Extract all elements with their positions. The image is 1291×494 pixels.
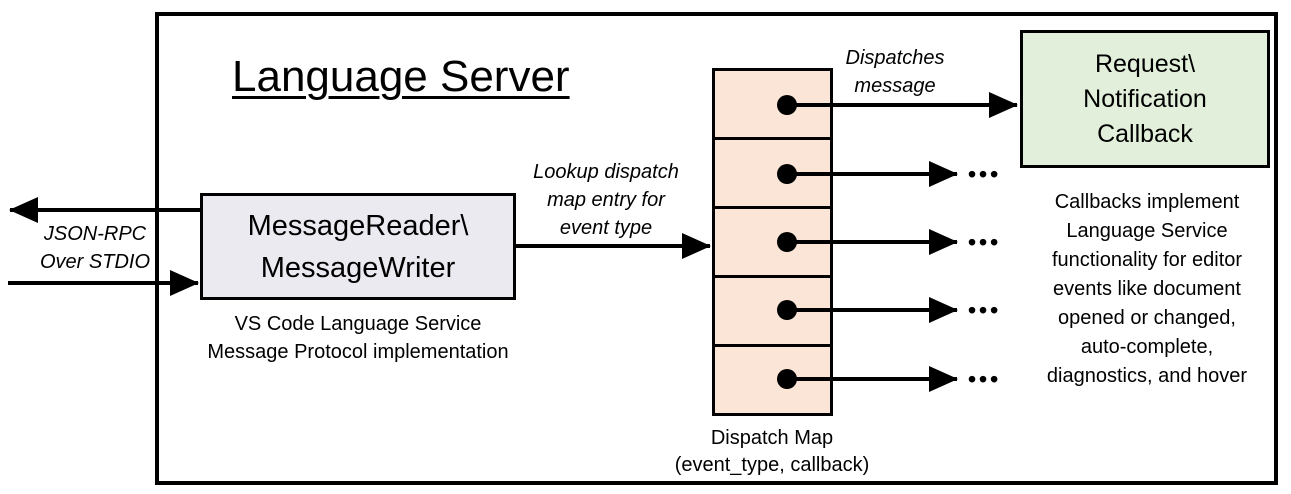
more-callbacks-ellipsis: •••	[968, 229, 1002, 255]
callbacks-note-line: Language Service	[1066, 220, 1228, 242]
message-box-line1: MessageReader\	[247, 209, 469, 242]
callbacks-note-line: events like document	[1053, 278, 1241, 300]
dispatch-map-caption-line2: (event_type, callback)	[674, 454, 870, 476]
stdio-channel-label: JSON-RPC Over STDIO	[15, 220, 175, 276]
message-box-caption-line1: VS Code Language Service	[234, 313, 482, 335]
callbacks-note-line: functionality for editor	[1051, 249, 1243, 271]
dispatch-map-caption: Dispatch Map (event_type, callback)	[622, 425, 922, 479]
message-box-line2: MessageWriter	[260, 251, 456, 284]
callback-box-line3: Callback	[1097, 119, 1193, 148]
message-reader-writer-box: MessageReader\ MessageWriter	[200, 193, 516, 300]
callbacks-note: Callbacks implement Language Service fun…	[1022, 188, 1272, 391]
callback-box-line2: Notification	[1083, 84, 1207, 113]
language-server-boundary-box	[155, 12, 1278, 485]
callbacks-note-line: diagnostics, and hover	[1046, 365, 1248, 387]
lookup-dispatch-label: Lookup dispatch map entry for event type	[506, 158, 706, 242]
lookup-label-line2: map entry for	[547, 189, 665, 211]
message-box-caption: VS Code Language Service Message Protoco…	[158, 310, 558, 366]
dispatch-map-cell	[715, 140, 830, 209]
callbacks-note-line: opened or changed,	[1058, 307, 1236, 329]
lookup-label-line3: event type	[559, 217, 653, 239]
message-box-caption-line2: Message Protocol implementation	[207, 341, 509, 363]
dispatch-map-table	[712, 68, 833, 416]
dispatch-map-caption-line1: Dispatch Map	[710, 427, 834, 449]
dispatches-label-line1: Dispatches	[845, 47, 945, 69]
dispatch-map-cell	[715, 278, 830, 347]
stdio-label-line1: JSON-RPC	[43, 223, 147, 245]
more-callbacks-ellipsis: •••	[968, 161, 1002, 187]
callbacks-note-line: auto-complete,	[1080, 336, 1214, 358]
stdio-label-line2: Over STDIO	[39, 251, 150, 273]
dispatch-map-cell	[715, 71, 830, 140]
lookup-label-line1: Lookup dispatch	[533, 161, 679, 183]
dispatches-label-line2: message	[854, 75, 936, 97]
more-callbacks-ellipsis: •••	[968, 366, 1002, 392]
dispatch-map-cell	[715, 209, 830, 278]
request-notification-callback-box: Request\ Notification Callback	[1020, 30, 1270, 168]
callbacks-note-line: Callbacks implement	[1054, 191, 1240, 213]
more-callbacks-ellipsis: •••	[968, 297, 1002, 323]
callback-box-line1: Request\	[1094, 49, 1196, 78]
dispatches-message-label: Dispatches message	[830, 44, 960, 100]
dispatch-map-cell	[715, 347, 830, 413]
diagram-title: Language Server	[232, 52, 570, 101]
